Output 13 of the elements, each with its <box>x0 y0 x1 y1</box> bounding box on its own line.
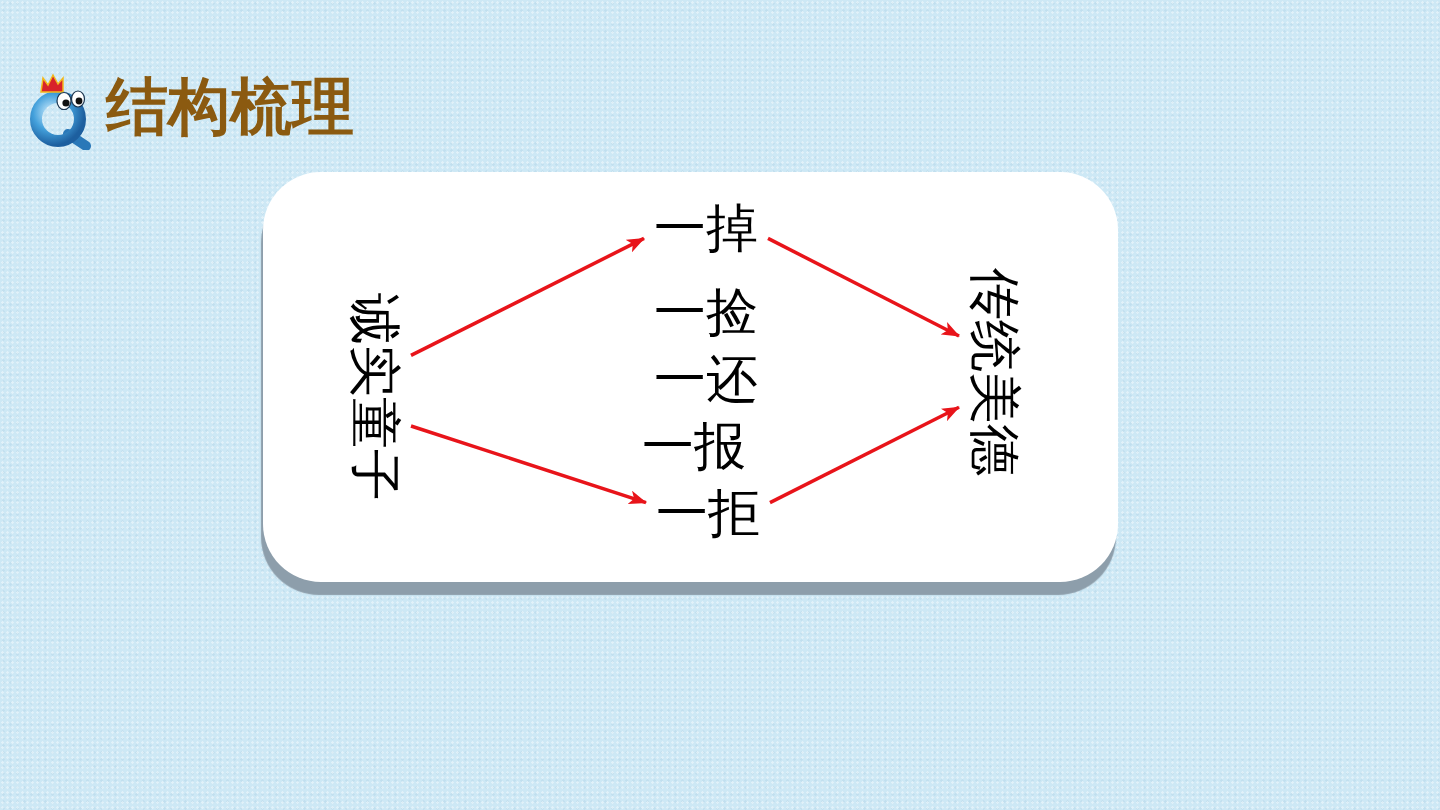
arrow <box>769 405 960 505</box>
slide-title: 结构梳理 <box>106 76 354 138</box>
arrow <box>767 236 960 338</box>
vertical-text: 诚实童子 <box>349 293 401 501</box>
rounded-card <box>263 172 1118 582</box>
arrow <box>410 424 647 505</box>
step-text: 一还 <box>654 353 758 405</box>
step-text: 一报 <box>642 420 746 472</box>
arrow <box>410 236 645 357</box>
step-text: 一掉 <box>654 202 758 254</box>
vertical-text: 传统美德 <box>969 268 1021 476</box>
step-text: 一拒 <box>656 487 760 539</box>
step-text: 一捡 <box>654 286 758 338</box>
